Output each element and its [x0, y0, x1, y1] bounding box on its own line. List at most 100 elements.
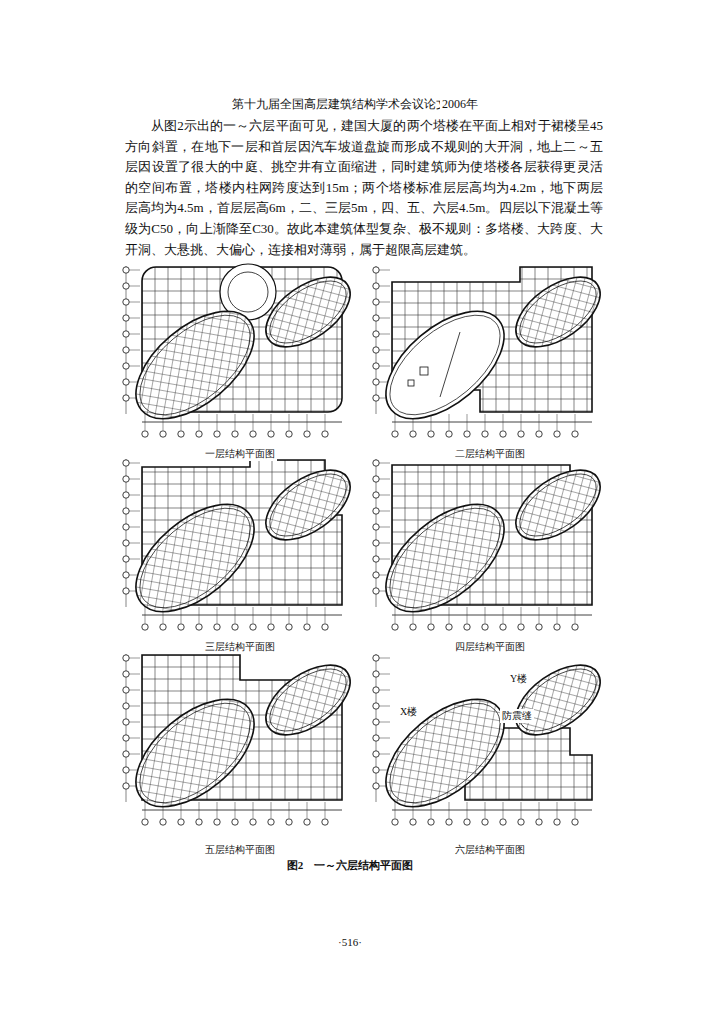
- tower-x: [117, 484, 273, 632]
- grid-line: [392, 667, 592, 668]
- axis-bubble: [392, 624, 398, 630]
- tower-y-inner: [259, 462, 356, 549]
- axis-tick: [129, 527, 140, 528]
- text-holder: 六层结构平面图: [453, 843, 527, 857]
- axis-bubble: [373, 460, 379, 466]
- axis-tick: [539, 802, 540, 818]
- text-holder: 2006年: [440, 96, 480, 113]
- axis-tick: [325, 802, 326, 818]
- axis-tick: [557, 607, 558, 623]
- axis-bubble: [268, 819, 274, 825]
- axis-bubble: [322, 431, 328, 437]
- axis-bubble: [178, 819, 184, 825]
- axis-tick: [145, 607, 146, 623]
- text-holder: 防震缝: [500, 709, 534, 723]
- axis-bubble: [123, 267, 129, 273]
- axis-bubble: [373, 719, 379, 725]
- dimension-line: [392, 810, 592, 811]
- floor-plan: [367, 263, 612, 439]
- tower-x-inner: [123, 297, 268, 434]
- axis-tick: [129, 674, 140, 675]
- axis-bubble: [392, 431, 398, 437]
- axis-tick: [145, 802, 146, 818]
- axis-bubble: [428, 819, 434, 825]
- axis-tick: [379, 366, 390, 367]
- axis-tick: [307, 414, 308, 430]
- floor-plan: [117, 263, 362, 439]
- axis-bubble: [373, 363, 379, 369]
- axis-tick: [129, 754, 140, 755]
- axis-bubble: [196, 819, 202, 825]
- axis-tick: [199, 414, 200, 430]
- axis-tick: [575, 414, 576, 430]
- figure-label: 五层结构平面图: [203, 843, 277, 857]
- text-holder: 二层结构平面图: [453, 447, 527, 461]
- axis-tick: [129, 658, 140, 659]
- axis-tick: [307, 802, 308, 818]
- axis-tick: [289, 607, 290, 623]
- core-box: [408, 380, 414, 386]
- tower-y: [504, 456, 612, 554]
- axis-tick: [379, 350, 390, 351]
- axis-bubble: [464, 624, 470, 630]
- axis-bubble: [123, 508, 129, 514]
- axis-tick: [379, 495, 390, 496]
- axis-bubble: [142, 819, 148, 825]
- axis-bubble: [373, 735, 379, 741]
- axis-bubble: [250, 624, 256, 630]
- tower-x-inner: [373, 685, 518, 822]
- axis-tick: [449, 802, 450, 818]
- axis-bubble: [142, 624, 148, 630]
- axis-bubble: [123, 687, 129, 693]
- axis-bubble: [410, 624, 416, 630]
- axis-bubble: [428, 624, 434, 630]
- ramp-opening: [228, 272, 268, 312]
- axis-tick: [521, 802, 522, 818]
- axis-bubble: [123, 751, 129, 757]
- axis-tick: [129, 690, 140, 691]
- axis-bubble: [373, 703, 379, 709]
- grid-line: [509, 267, 510, 412]
- floor-plan: [367, 456, 612, 632]
- axis-tick: [235, 414, 236, 430]
- axis-bubble: [373, 476, 379, 482]
- figure-label: 三层结构平面图: [203, 640, 277, 654]
- tower-x: [117, 291, 273, 439]
- axis-tick: [395, 414, 396, 430]
- axis-bubble: [322, 819, 328, 825]
- axis-tick: [539, 607, 540, 623]
- annotation: 防震缝: [500, 709, 534, 723]
- axis-bubble: [322, 624, 328, 630]
- axis-tick: [253, 802, 254, 818]
- tower-detail: [440, 332, 460, 397]
- axis-bubble: [536, 624, 542, 630]
- tower-y-inner: [509, 657, 606, 744]
- axis-bubble: [572, 431, 578, 437]
- floor-plan: [117, 651, 362, 827]
- axis-tick: [271, 607, 272, 623]
- axis-bubble: [123, 363, 129, 369]
- axis-tick: [379, 479, 390, 480]
- axis-tick: [217, 414, 218, 430]
- axis-tick: [199, 802, 200, 818]
- axis-bubble: [410, 819, 416, 825]
- body-paragraph: 从图2示出的一～六层平面可见，建国大厦的两个塔楼在平面上相对于裙楼呈45方向斜置…: [125, 116, 603, 260]
- axis-tick: [575, 802, 576, 818]
- axis-tick: [199, 607, 200, 623]
- axis-bubble: [123, 476, 129, 482]
- axis-tick: [395, 607, 396, 623]
- axis-bubble: [500, 624, 506, 630]
- axis-tick: [379, 754, 390, 755]
- tower-y: [504, 651, 612, 749]
- axis-tick: [129, 511, 140, 512]
- axis-bubble: [178, 624, 184, 630]
- axis-bubble: [250, 819, 256, 825]
- axis-bubble: [304, 624, 310, 630]
- axis-bubble: [464, 431, 470, 437]
- axis-bubble: [373, 492, 379, 498]
- annotation: 2006年: [440, 96, 480, 113]
- axis-bubble: [482, 431, 488, 437]
- tower-y-inner: [509, 269, 606, 356]
- axis-tick: [129, 543, 140, 544]
- axis-bubble: [250, 431, 256, 437]
